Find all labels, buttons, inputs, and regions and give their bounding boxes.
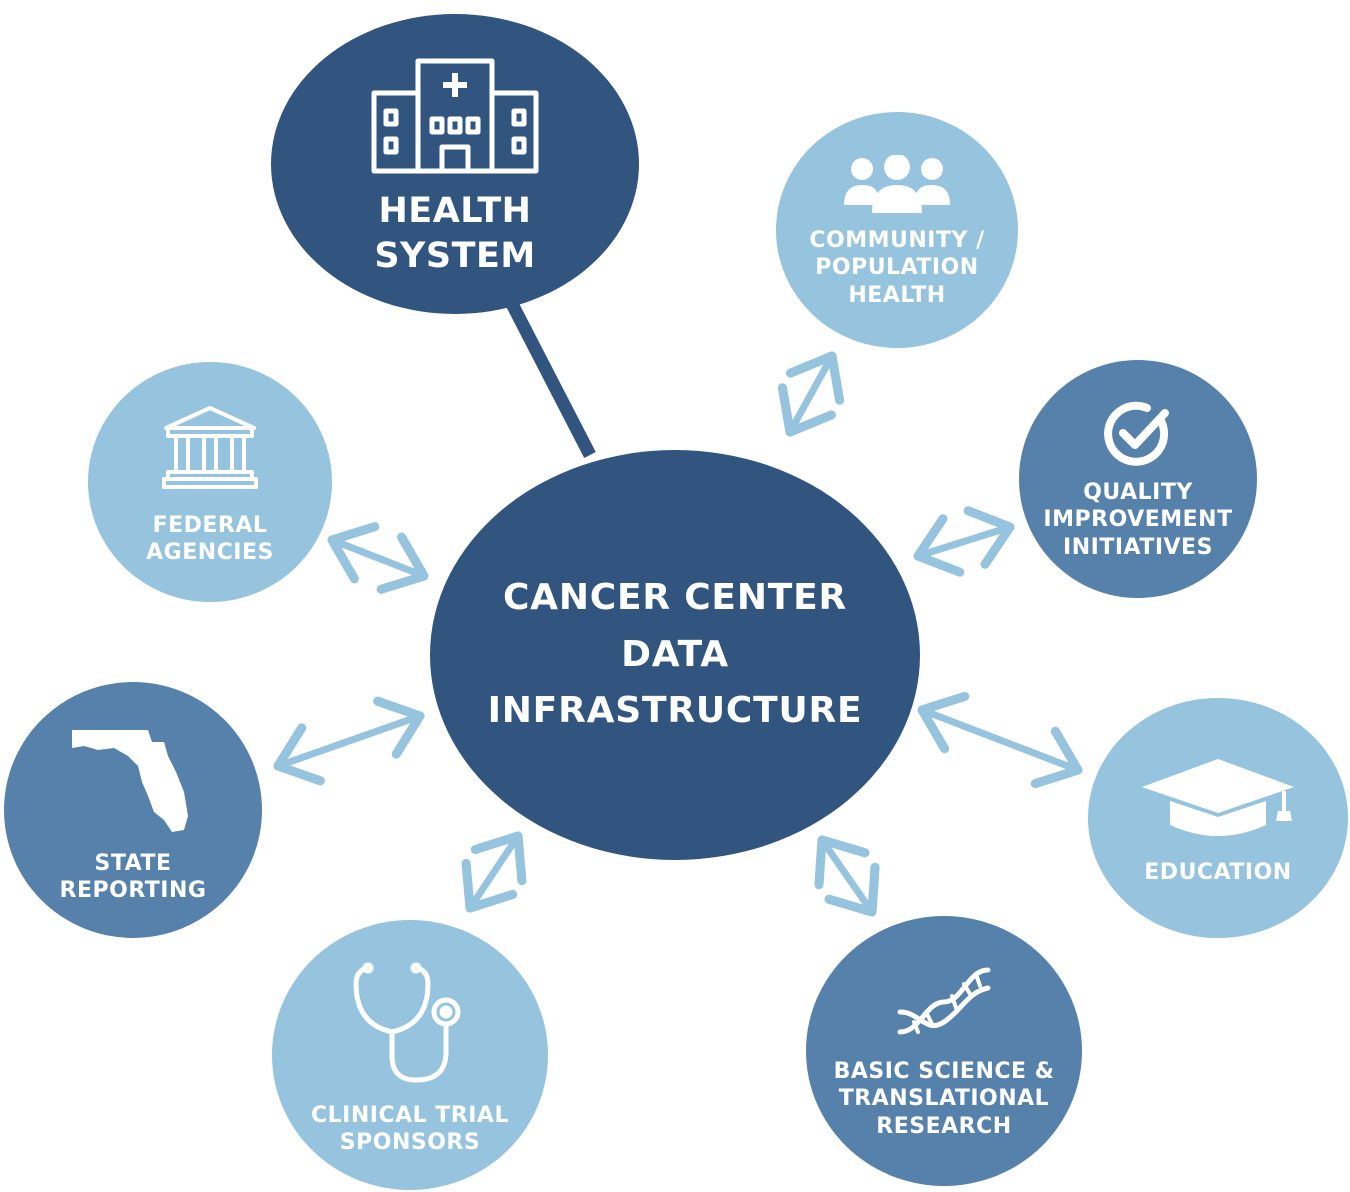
health-system-link-line [504, 297, 596, 458]
hospital-icon [371, 58, 539, 173]
community-label-line-2: POPULATION [815, 255, 979, 281]
quality-label-line-3: INITIATIVES [1063, 534, 1213, 560]
arrow-federal [327, 522, 429, 594]
arrow-education [917, 691, 1083, 789]
arrow-community [777, 351, 845, 437]
stethoscope-icon [353, 962, 461, 1083]
arrow-clinical-trial [461, 831, 527, 913]
federal-label-line-1: FEDERAL [152, 512, 268, 538]
basic-science-label-line-2: TRANSLATIONAL [838, 1086, 1050, 1112]
dna-icon [897, 967, 991, 1035]
federal-label-line-2: AGENCIES [146, 540, 274, 565]
clinical-trial-label-line-1: CLINICAL TRIAL [311, 1102, 509, 1128]
health-system-node: HEALTH SYSTEM [271, 14, 639, 314]
arrow-basic-science [814, 835, 880, 917]
federal-node: FEDERAL AGENCIES [88, 362, 332, 602]
state-label-line-2: REPORTING [59, 878, 207, 903]
community-label-line-3: HEALTH [848, 282, 946, 308]
state-label-line-1: STATE [94, 850, 172, 876]
health-system-label-line-1: HEALTH [378, 190, 532, 231]
florida-map-icon [72, 729, 188, 832]
clinical-trial-node: CLINICAL TRIAL SPONSORS [272, 920, 548, 1190]
basic-science-node: BASIC SCIENCE & TRANSLATIONAL RESEARCH [806, 916, 1082, 1186]
state-node: STATE REPORTING [4, 682, 262, 938]
center-label-line-1: CANCER CENTER [502, 576, 848, 618]
quality-node: QUALITY IMPROVEMENT INITIATIVES [1019, 360, 1257, 598]
center-label-line-2: DATA [621, 633, 729, 675]
graduation-cap-icon [1142, 759, 1294, 837]
quality-label-line-2: IMPROVEMENT [1043, 507, 1233, 533]
clinical-trial-label-line-2: SPONSORS [339, 1130, 481, 1155]
basic-science-label-line-1: BASIC SCIENCE & [833, 1058, 1055, 1084]
education-label: EDUCATION [1144, 860, 1292, 886]
arrow-quality [913, 506, 1015, 577]
government-building-icon [162, 405, 258, 489]
community-node: COMMUNITY / POPULATION HEALTH [776, 112, 1018, 348]
arrow-state [273, 696, 425, 786]
center-node: CANCER CENTER DATA INFRASTRUCTURE [430, 450, 920, 860]
basic-science-label-line-3: RESEARCH [876, 1113, 1012, 1139]
center-label-line-3: INFRASTRUCTURE [487, 690, 863, 732]
people-icon [844, 154, 950, 213]
checkmark-circle-icon [1104, 401, 1169, 466]
education-node: EDUCATION [1088, 698, 1348, 938]
community-label-line-1: COMMUNITY / [809, 227, 985, 253]
quality-label-line-1: QUALITY [1083, 479, 1193, 505]
health-system-label-line-2: SYSTEM [374, 236, 536, 276]
